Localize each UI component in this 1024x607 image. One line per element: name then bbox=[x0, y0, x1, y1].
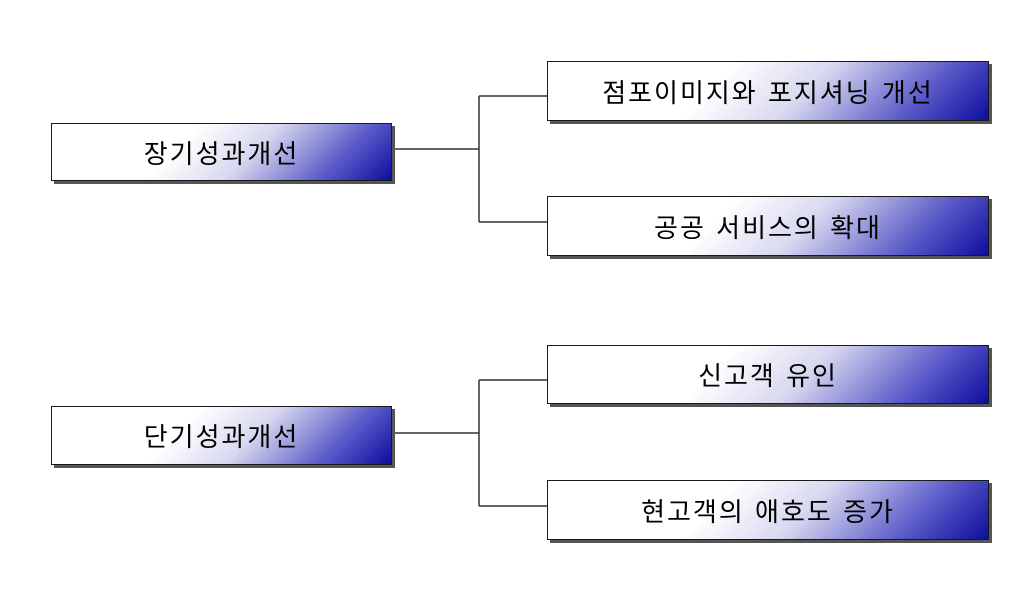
node-long-term-label: 장기성과개선 bbox=[143, 139, 300, 170]
node-short-term-child-1: 신고객 유인 bbox=[547, 345, 989, 404]
node-short-term: 단기성과개선 bbox=[51, 406, 392, 465]
node-short-term-label: 단기성과개선 bbox=[143, 423, 300, 453]
node-long-term-child-1-label: 점포이미지와 포지셔닝 개선 bbox=[602, 78, 934, 109]
node-short-term-child-1-label: 신고객 유인 bbox=[698, 362, 838, 392]
node-short-term-child-2-label: 현고객의 애호도 증가 bbox=[641, 497, 895, 528]
node-long-term-child-2-label: 공공 서비스의 확대 bbox=[654, 213, 882, 244]
node-short-term-child-2: 현고객의 애호도 증가 bbox=[547, 480, 989, 540]
node-long-term-child-2: 공공 서비스의 확대 bbox=[547, 196, 989, 256]
node-long-term: 장기성과개선 bbox=[51, 123, 392, 181]
node-long-term-child-1: 점포이미지와 포지셔닝 개선 bbox=[547, 61, 989, 121]
